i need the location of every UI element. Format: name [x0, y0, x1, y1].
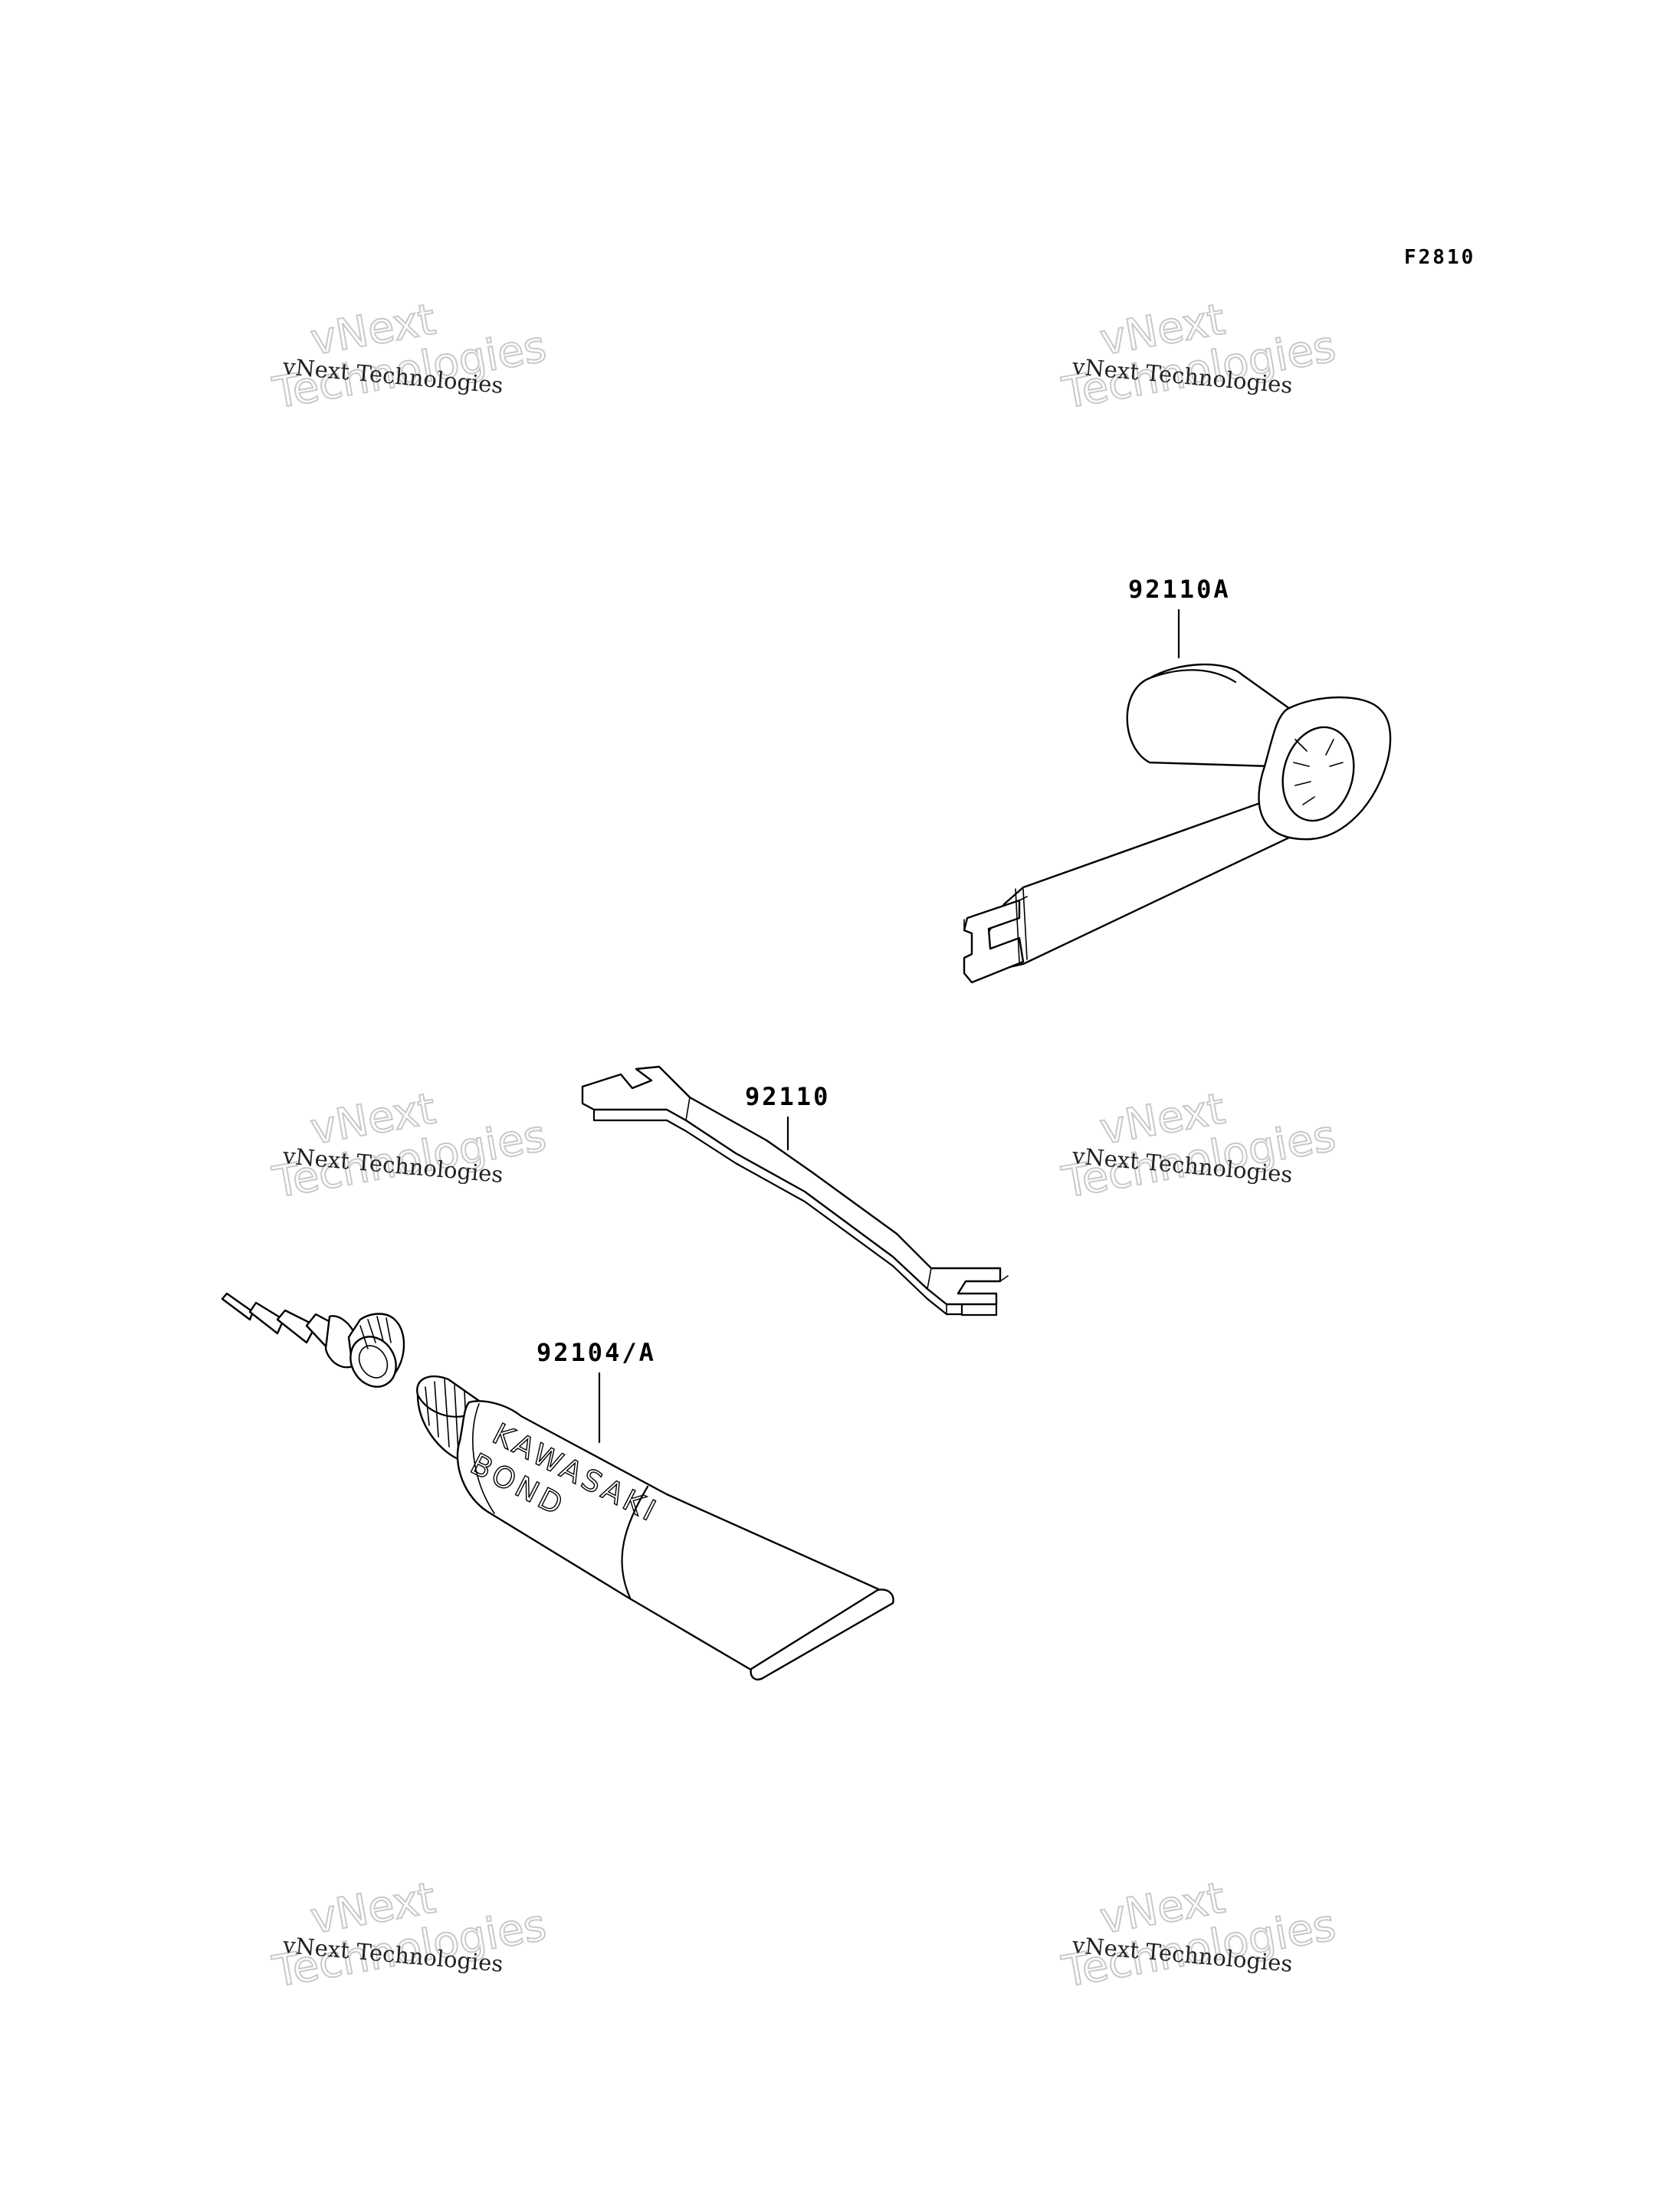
- ring-wrench-part: 92110A: [963, 575, 1392, 984]
- spanner-callout: 92110: [745, 1082, 830, 1111]
- watermark-top-left: vNext Technologies vNext Technologies: [268, 293, 551, 419]
- tube-crimp: [750, 1589, 894, 1681]
- tube-body: [456, 1400, 891, 1674]
- ring-wrench-slot-end: [963, 899, 1025, 984]
- watermark-bottom-right: vNext Technologies vNext Technologies: [1058, 1872, 1340, 1998]
- watermark-middle-left: vNext Technologies vNext Technologies: [268, 1083, 551, 1208]
- watermark-bottom-left: vNext Technologies vNext Technologies: [268, 1872, 551, 1998]
- spanner-part: 92110: [581, 1065, 1009, 1317]
- bond-tube-part: 92104/A KAWASAKI BOND: [221, 1292, 894, 1681]
- ring-wrench-splined-bore: [1281, 726, 1355, 822]
- spanner-body: [581, 1065, 1002, 1306]
- bond-tube-callout: 92104/A: [536, 1338, 656, 1367]
- watermark-top-right: vNext Technologies vNext Technologies: [1058, 293, 1340, 419]
- nozzle-tip: [221, 1292, 405, 1388]
- figure-code: F2810: [1404, 246, 1475, 269]
- watermark-middle-right: vNext Technologies vNext Technologies: [1058, 1083, 1340, 1208]
- ring-wrench-callout: 92110A: [1128, 575, 1231, 604]
